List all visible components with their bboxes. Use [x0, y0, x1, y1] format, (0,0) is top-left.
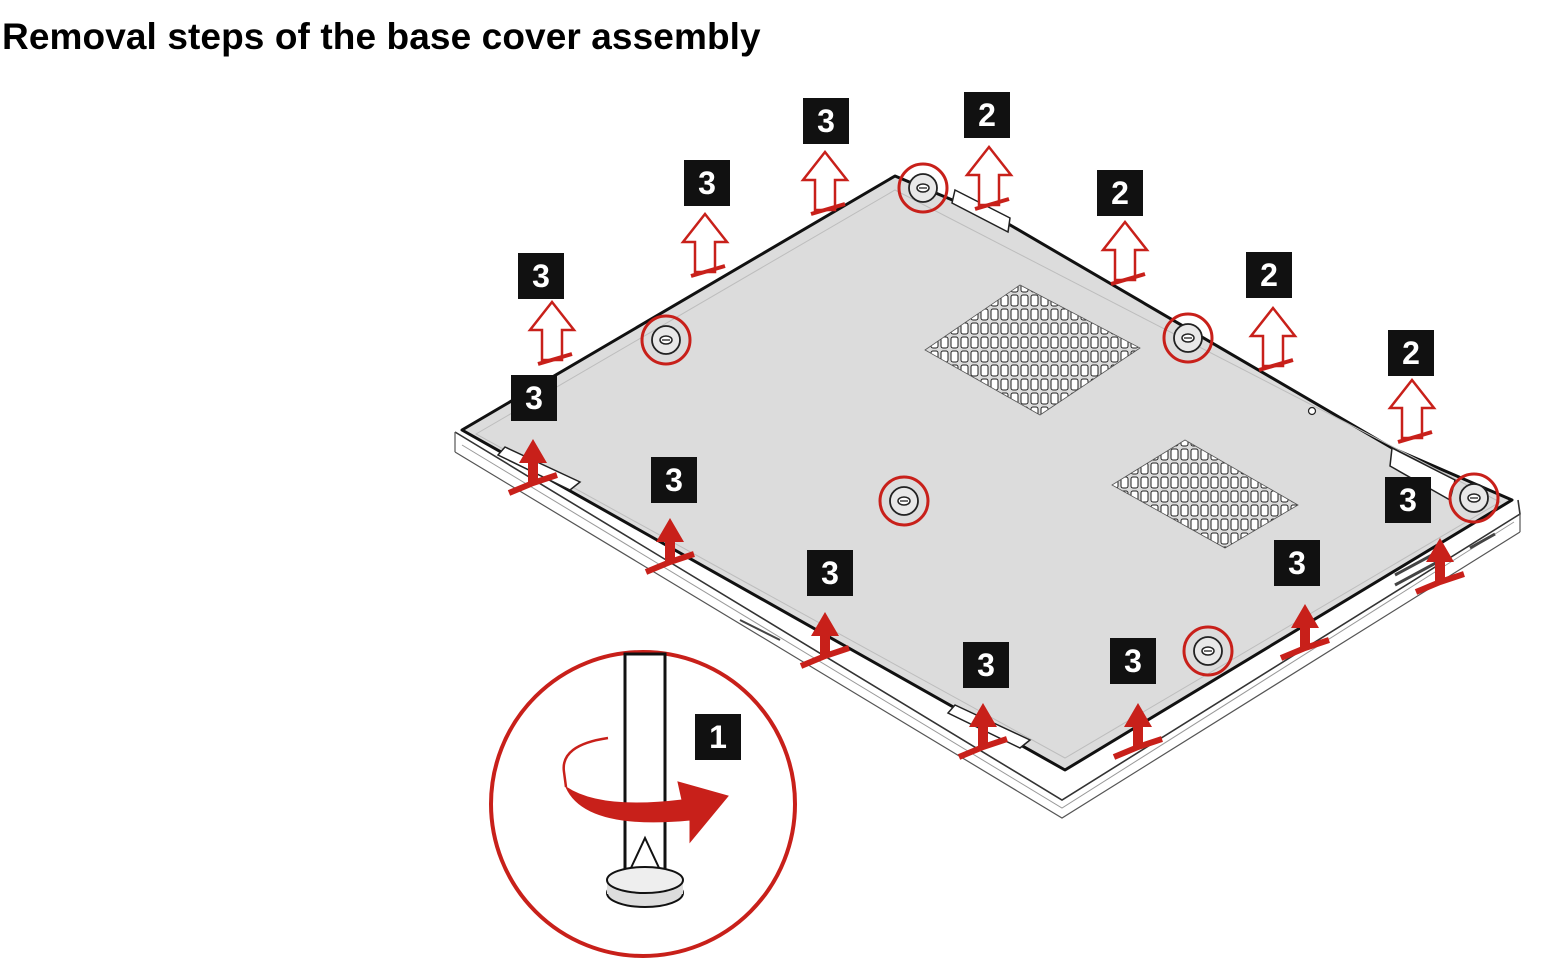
step-3-callout: 3: [511, 375, 557, 421]
step-3-callout: 3: [651, 457, 697, 503]
svg-text:3: 3: [698, 165, 716, 201]
step-2-callout: 2: [964, 92, 1010, 138]
svg-text:3: 3: [532, 258, 550, 294]
step-2-callout: 2: [1246, 252, 1292, 298]
step-3-callout: 3: [684, 160, 730, 206]
vent-lower: [1111, 439, 1299, 549]
step-2-callout: 2: [1097, 170, 1143, 216]
svg-text:2: 2: [1260, 257, 1278, 293]
step-3-callout: 3: [803, 98, 849, 144]
svg-text:2: 2: [1111, 175, 1129, 211]
step-3-callout: 3: [1385, 477, 1431, 523]
lift-arrow-icon: [801, 150, 849, 216]
svg-text:3: 3: [665, 462, 683, 498]
svg-text:2: 2: [978, 97, 996, 133]
step-3-callout: 3: [1274, 540, 1320, 586]
lift-arrow-icon: [681, 212, 729, 278]
screwdriver-detail: 1: [489, 650, 797, 958]
svg-text:1: 1: [709, 719, 727, 755]
svg-text:3: 3: [817, 103, 835, 139]
lift-arrow-icon: [1249, 306, 1297, 372]
svg-text:2: 2: [1402, 335, 1420, 371]
svg-text:3: 3: [525, 380, 543, 416]
lift-arrow-icon: [1388, 378, 1436, 444]
vent-upper: [924, 284, 1141, 416]
step-2-callout: 2: [1388, 330, 1434, 376]
rotate-arrow-icon: [562, 736, 729, 844]
step-3-callout: 3: [807, 550, 853, 596]
svg-text:3: 3: [1288, 545, 1306, 581]
step-1-callout: 1: [695, 714, 741, 760]
svg-text:3: 3: [821, 555, 839, 591]
step-3-callout: 3: [518, 253, 564, 299]
svg-text:3: 3: [1124, 643, 1142, 679]
lift-arrow-icon: [528, 300, 576, 366]
svg-text:3: 3: [1399, 482, 1417, 518]
screwdriver-icon: [606, 652, 684, 908]
page-title: Removal steps of the base cover assembly: [2, 16, 761, 57]
step-3-callout: 3: [1110, 638, 1156, 684]
svg-text:3: 3: [977, 647, 995, 683]
lift-arrow-icon: [1101, 220, 1149, 286]
step-3-callout: 3: [963, 642, 1009, 688]
